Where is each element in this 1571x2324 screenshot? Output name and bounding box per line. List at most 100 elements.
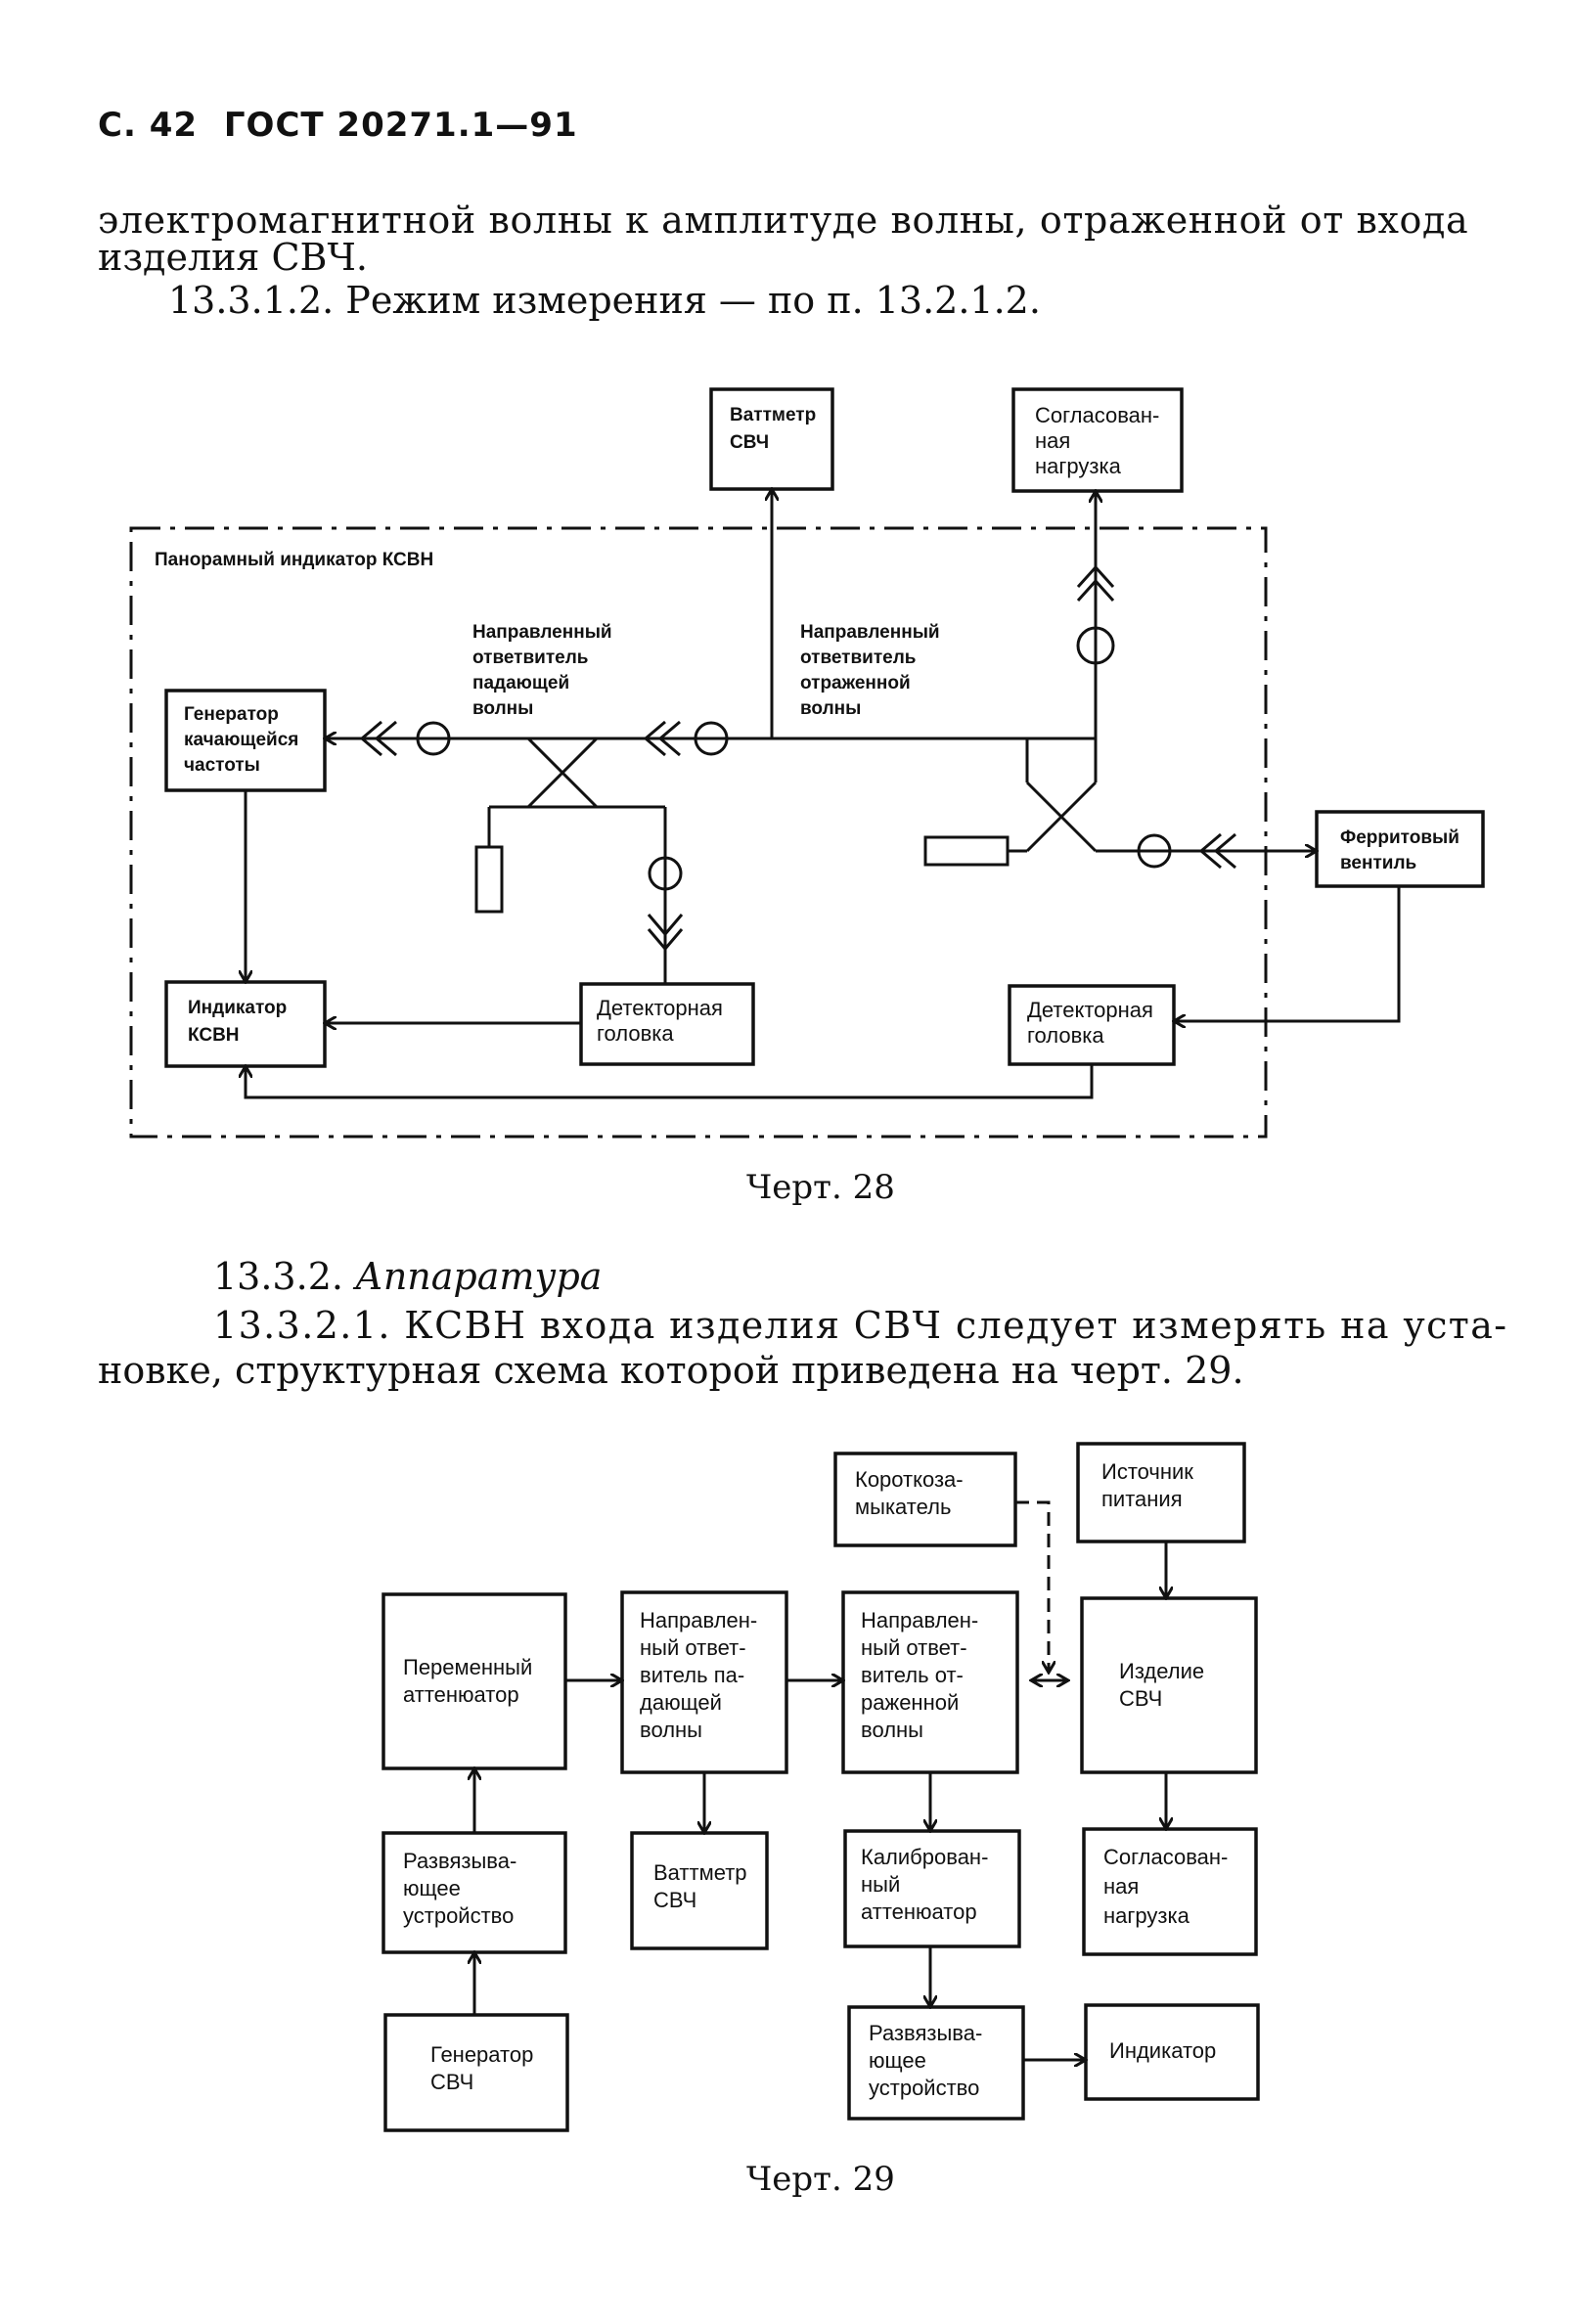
- coupler-incident-label: волны: [640, 1718, 702, 1742]
- indicator-label: КСВН: [188, 1025, 240, 1046]
- standard-number: ГОСТ 20271.1—91: [223, 106, 578, 145]
- loop-icon: [1076, 626, 1115, 665]
- generator-label: частоты: [184, 755, 260, 776]
- ferrite-label: Ферритовый: [1340, 827, 1459, 848]
- loop-icon: [416, 721, 451, 756]
- section-title: Аппаратура: [355, 1255, 603, 1298]
- coupler-reflected-label: ный ответ-: [861, 1635, 967, 1660]
- body-line: 13.3.2.1. КСВН входа изделия СВЧ следует…: [213, 1304, 1508, 1347]
- page-header: С. 42 ГОСТ 20271.1—91: [98, 106, 592, 145]
- power-source-label: питания: [1101, 1487, 1183, 1511]
- wattmeter-label: Ваттметр: [730, 405, 816, 425]
- short-circuit-label: мыкатель: [855, 1495, 951, 1519]
- chevron-icon: [1076, 564, 1115, 603]
- indicator-label: Индикатор: [188, 998, 287, 1018]
- coupler-incident-label: ный ответ-: [640, 1635, 746, 1660]
- wattmeter-label: СВЧ: [730, 432, 769, 453]
- generator-label: СВЧ: [430, 2070, 473, 2094]
- panoramic-label: Панорамный индикатор КСВН: [155, 550, 433, 570]
- indicator-label: Индикатор: [1109, 2038, 1216, 2063]
- coupler-incident-box: [620, 1590, 788, 1774]
- isolator-bottom-box: [847, 2005, 1025, 2121]
- generator-label: Генератор: [184, 704, 279, 725]
- body-line: новке, структурная схема которой приведе…: [98, 1349, 1244, 1392]
- detector-right-label: Детекторная: [1027, 998, 1153, 1022]
- matched-load-box: [1011, 387, 1184, 493]
- power-source-box: [1076, 1442, 1246, 1543]
- calibrated-attenuator-label: ный: [861, 1872, 900, 1897]
- dut-label: СВЧ: [1119, 1686, 1162, 1711]
- section-number: 13.3.2.: [213, 1255, 343, 1298]
- detector-left-label: Детекторная: [597, 996, 723, 1020]
- coupler-reflected-label: волны: [800, 698, 861, 719]
- coupler-reflected-label: витель от-: [861, 1663, 964, 1687]
- figure-29-caption: Черт. 29: [746, 2160, 895, 2199]
- coupler-reflected-cross: [1025, 781, 1098, 853]
- figure-28-caption: Черт. 28: [746, 1168, 895, 1207]
- chevron-icon: [647, 914, 684, 952]
- matched-load-label: нагрузка: [1103, 1903, 1190, 1928]
- generator-label: качающейся: [184, 730, 298, 750]
- ferrite-to-detector-line: [1174, 886, 1401, 1021]
- matched-load-label: нагрузка: [1035, 454, 1122, 478]
- calibrated-attenuator-label: Калиброван-: [861, 1845, 988, 1869]
- coupler-incident-label: Направленный: [472, 622, 612, 643]
- dut-box: [1080, 1596, 1258, 1774]
- wattmeter-label: Ваттметр: [653, 1860, 747, 1885]
- figure-28-diagram: Панорамный индикатор КСВН Ваттметр СВЧ С…: [129, 387, 1485, 1139]
- short-circuit-box: [833, 1452, 1017, 1547]
- coupler-incident-label: ответвитель: [472, 648, 588, 668]
- matched-load-label: Согласован-: [1103, 1845, 1228, 1869]
- coupler-incident-label: витель па-: [640, 1663, 744, 1687]
- detector-left-label: головка: [597, 1021, 674, 1046]
- isolator-top-box: [382, 1831, 567, 1954]
- dashed-connection: [1015, 1500, 1049, 1673]
- detector-right-to-indicator-line: [246, 1064, 1094, 1099]
- coupler-reflected-label: отраженной: [800, 673, 911, 693]
- matched-load-label: Согласован-: [1035, 403, 1159, 427]
- page-number: С. 42: [98, 106, 199, 145]
- coupler-reflected-box: [841, 1590, 1019, 1774]
- coupler-incident-label: дающей: [640, 1690, 722, 1715]
- coupler-reflected-label: ответвитель: [800, 648, 916, 668]
- isolator-top-label: устройство: [403, 1903, 514, 1928]
- wattmeter-box: [630, 1831, 769, 1950]
- variable-attenuator-label: аттенюатор: [403, 1682, 519, 1707]
- isolator-top-label: Развязыва-: [403, 1849, 516, 1873]
- power-source-label: Источник: [1101, 1459, 1193, 1484]
- chevron-icon: [359, 720, 397, 757]
- calibrated-attenuator-label: аттенюатор: [861, 1899, 977, 1924]
- generator-label: Генератор: [430, 2042, 533, 2067]
- generator-box: [383, 2013, 569, 2132]
- loop-icon: [648, 856, 683, 891]
- detector-left-box: [579, 982, 755, 1066]
- indicator-box: [1084, 2003, 1260, 2101]
- coupler-incident-label: Направлен-: [640, 1608, 757, 1632]
- isolator-bottom-label: ющее: [869, 2048, 926, 2073]
- variable-attenuator-box: [382, 1592, 567, 1770]
- coupler-reflected-label: Направленный: [800, 622, 940, 643]
- ferrite-label: вентиль: [1340, 853, 1416, 873]
- isolator-bottom-label: устройство: [869, 2076, 979, 2100]
- loop-icon: [1137, 833, 1172, 869]
- body-line: 13.3.1.2. Режим измерения — по п. 13.2.1…: [168, 279, 1041, 322]
- termination-icon: [923, 835, 1010, 867]
- matched-load-label: ная: [1103, 1874, 1139, 1899]
- coupler-reflected-label: волны: [861, 1718, 923, 1742]
- section-heading: 13.3.2. Аппаратура: [213, 1252, 602, 1301]
- body-line: изделия СВЧ.: [98, 236, 368, 279]
- coupler-reflected-label: раженной: [861, 1690, 959, 1715]
- matched-load-label: ная: [1035, 428, 1070, 453]
- coupler-incident-label: волны: [472, 698, 533, 719]
- dut-label: Изделие: [1119, 1659, 1204, 1683]
- wattmeter-label: СВЧ: [653, 1888, 696, 1912]
- isolator-bottom-label: Развязыва-: [869, 2021, 982, 2045]
- coupler-incident-cross: [526, 737, 599, 809]
- chevron-icon: [643, 720, 681, 757]
- termination-icon: [474, 845, 504, 914]
- coupler-reflected-label: Направлен-: [861, 1608, 978, 1632]
- loop-icon: [694, 721, 729, 756]
- panoramic-boundary: [129, 526, 1268, 1139]
